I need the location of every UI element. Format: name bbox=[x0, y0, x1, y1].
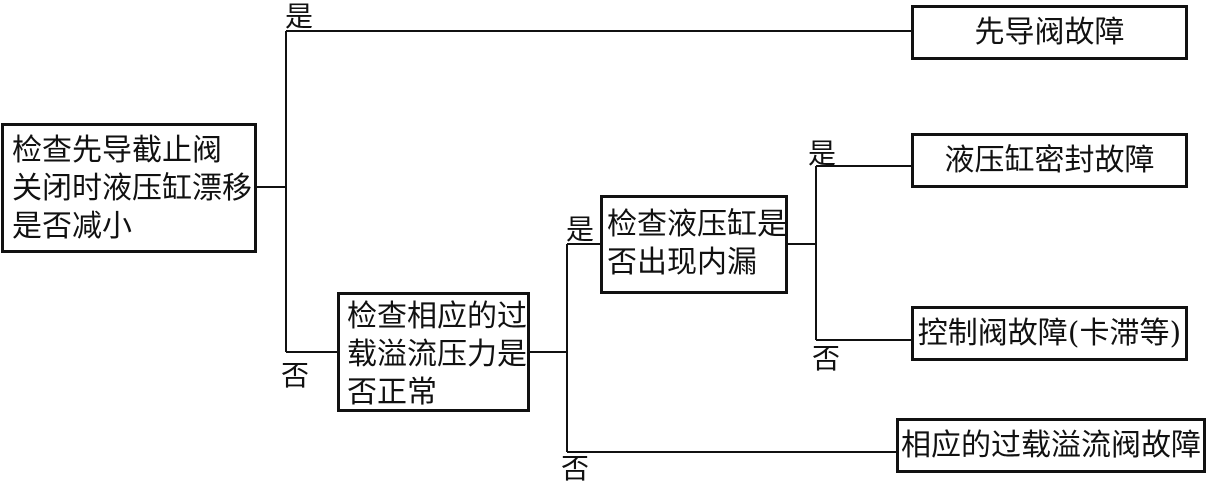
node-control-valve-fault-text: 控制阀故障(卡滞等) bbox=[917, 315, 1182, 351]
node-cylinder-seal-fault-text: 液压缸密封故障 bbox=[944, 142, 1155, 178]
node-pilot-fault: 先导阀故障 bbox=[911, 5, 1188, 60]
node-control-valve-fault: 控制阀故障(卡滞等) bbox=[911, 306, 1188, 361]
node-cylinder-seal-fault: 液压缸密封故障 bbox=[911, 133, 1188, 188]
node-check-overload-text: 检查相应的过 载溢流压力是 否正常 bbox=[347, 299, 527, 410]
label-yes-seal: 是 bbox=[808, 137, 837, 170]
node-check-cylinder: 检查液压缸是 否出现内漏 bbox=[600, 195, 788, 294]
label-no-overload: 否 bbox=[281, 359, 310, 392]
node-check-cylinder-text: 检查液压缸是 否出现内漏 bbox=[607, 207, 787, 280]
node-check-overload: 检查相应的过 载溢流压力是 否正常 bbox=[337, 292, 530, 412]
node-pilot-fault-text: 先导阀故障 bbox=[974, 14, 1125, 50]
label-no-overload-valve: 否 bbox=[561, 452, 590, 485]
label-yes-pilot: 是 bbox=[285, 0, 314, 33]
node-root: 检查先导截止阀 关闭时液压缸漂移 是否减小 bbox=[1, 123, 257, 253]
node-overload-valve-fault-text: 相应的过载溢流阀故障 bbox=[901, 427, 1201, 463]
label-no-control: 否 bbox=[812, 342, 841, 375]
node-overload-valve-fault: 相应的过载溢流阀故障 bbox=[896, 418, 1206, 473]
node-root-text: 检查先导截止阀 关闭时液压缸漂移 是否减小 bbox=[12, 133, 252, 244]
label-yes-cylinder: 是 bbox=[566, 213, 595, 246]
